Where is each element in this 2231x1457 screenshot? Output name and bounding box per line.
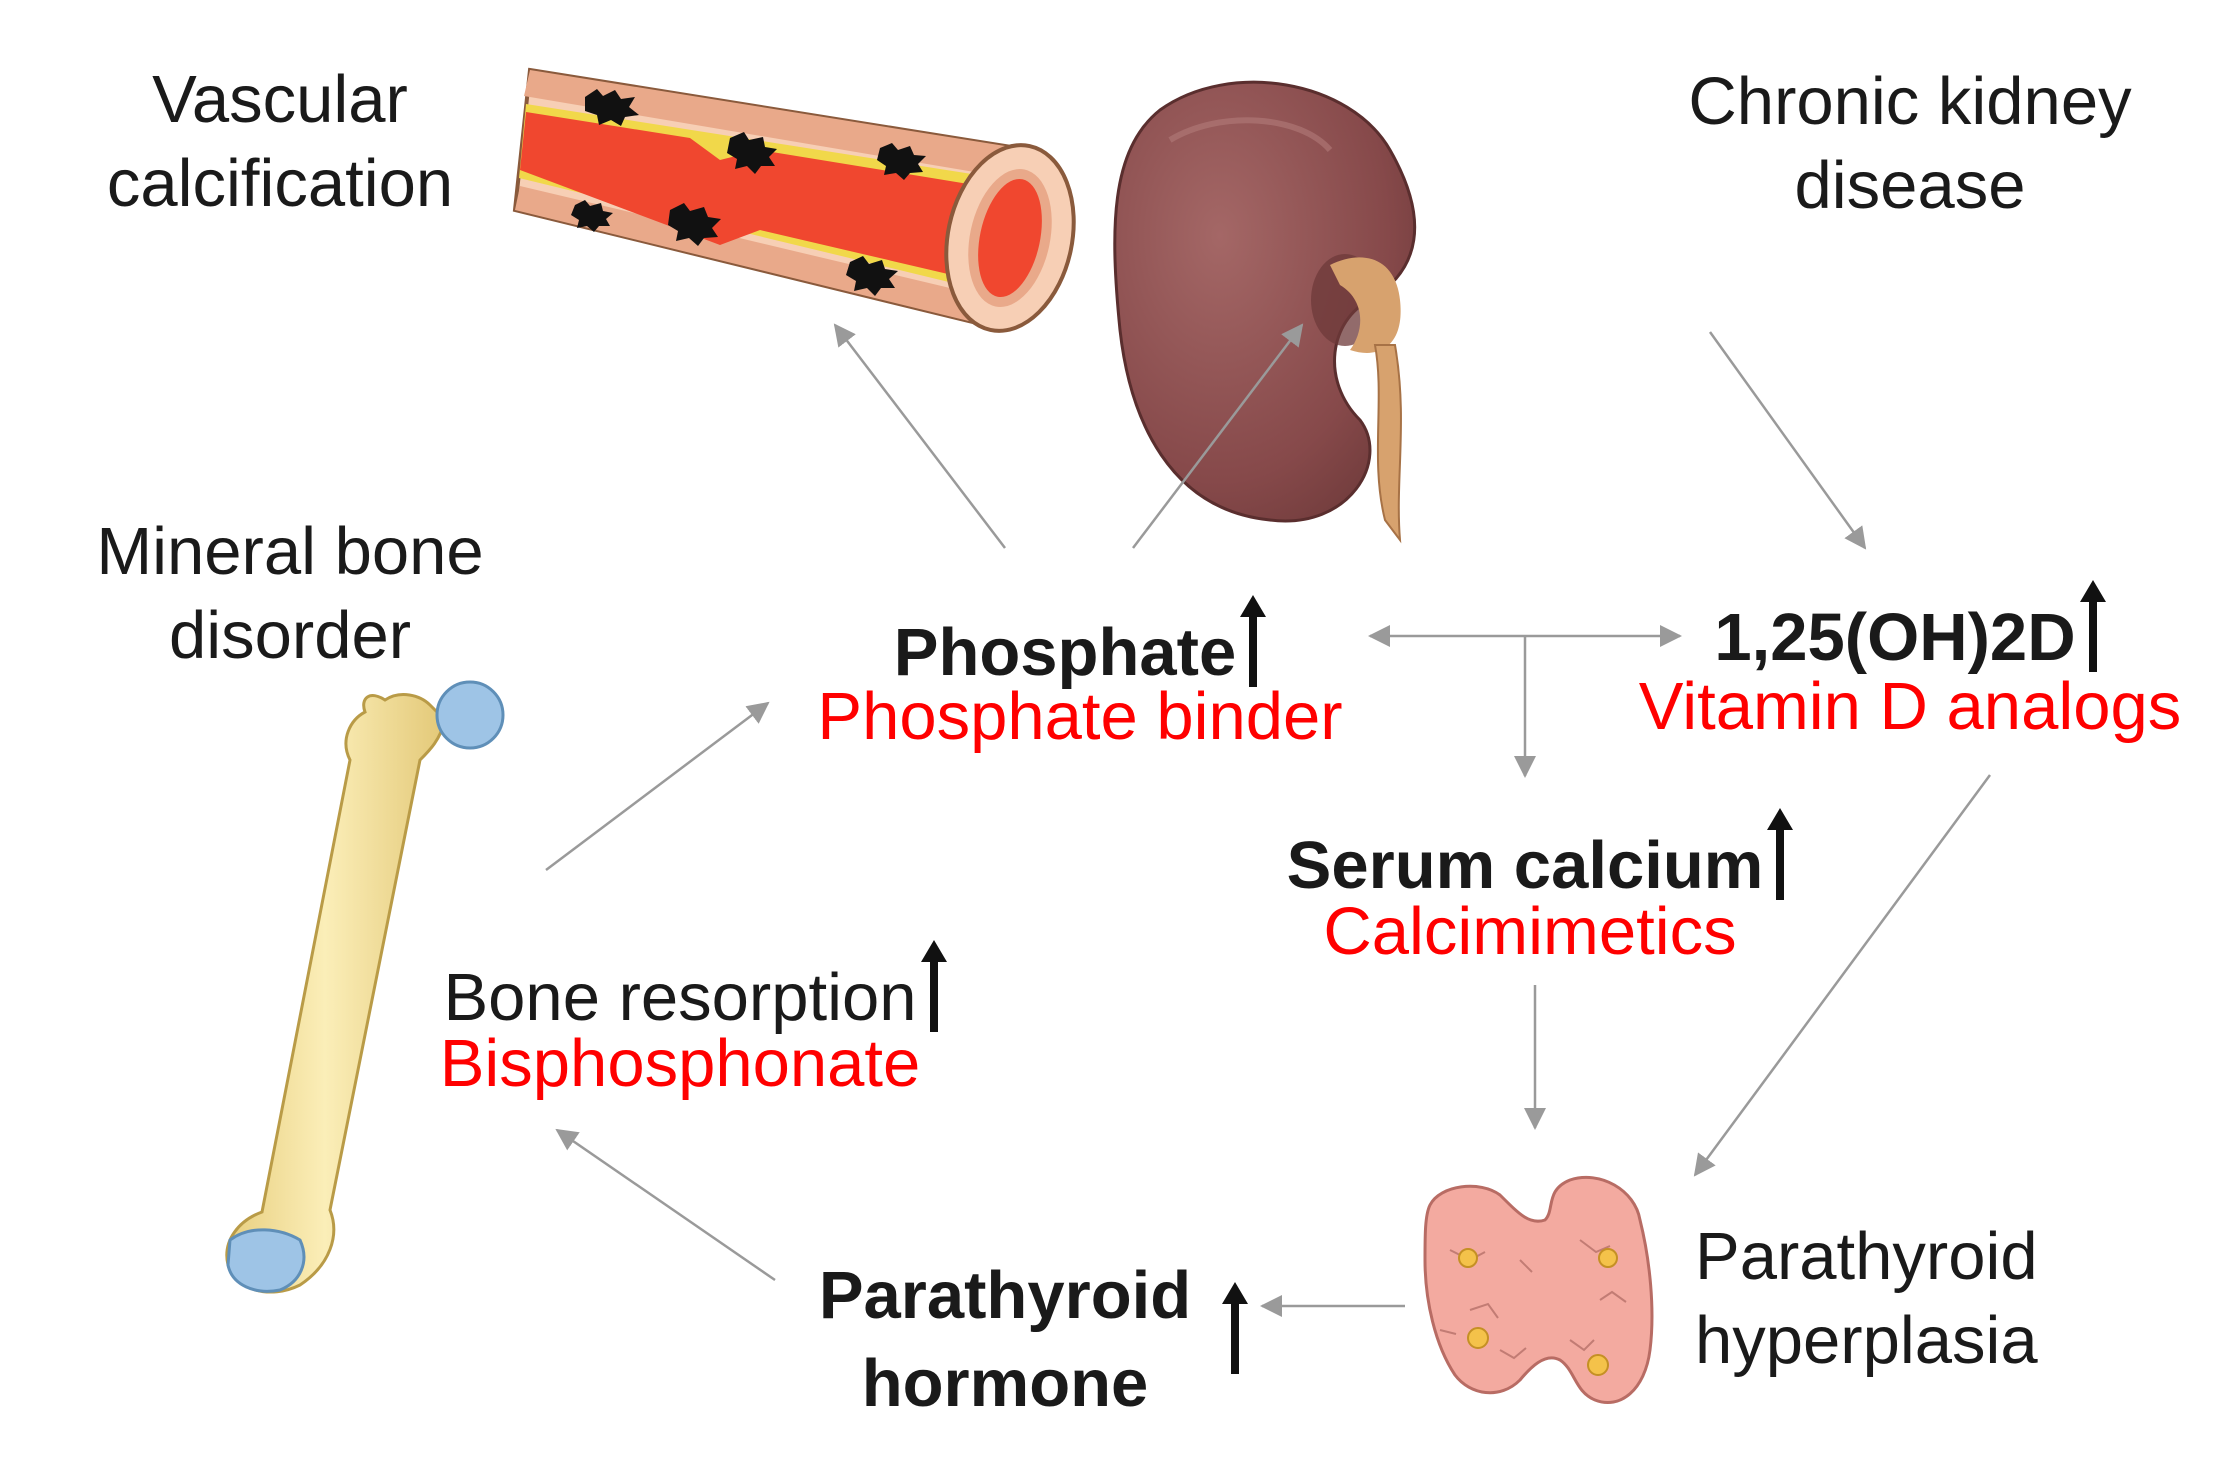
kidney-illustration — [1113, 80, 1417, 544]
increase-arrow-icon — [2079, 580, 2106, 672]
node-vitamin-d: 1,25(OH)2D — [1660, 580, 2160, 680]
artery-illustration — [512, 67, 1076, 333]
drug-calcimimetics: Calcimimetics — [1323, 894, 1737, 969]
pathway-arrows — [545, 323, 1992, 1317]
arrow-resorption-to-phosphate — [545, 701, 770, 871]
calcification-deposits — [571, 89, 926, 296]
arrow-pth-to-resorption — [555, 1128, 776, 1282]
label-mineral-bone-disorder: Mineral bone disorder — [96, 514, 484, 674]
phosphate-label: Phosphate — [893, 615, 1237, 690]
parathyroid-nodules — [1458, 1248, 1618, 1376]
parathyroid-illustration — [1423, 1175, 1654, 1404]
increase-arrow-icon — [920, 940, 947, 1032]
bone-illustration — [225, 680, 505, 1294]
arrow-kidney-to-vitd — [1708, 331, 1867, 550]
increase-arrow-icon — [1767, 808, 1794, 900]
increase-arrow-icon — [1240, 595, 1267, 687]
node-parathyroid-hormone: Parathyroid hormone — [780, 1252, 1230, 1429]
vitamin-d-label: 1,25(OH)2D — [1714, 600, 2076, 675]
bone-resorption-label: Bone resorption — [443, 960, 917, 1035]
drug-bisphosphonate: Bisphosphonate — [439, 1026, 921, 1101]
node-phosphate: Phosphate — [830, 595, 1330, 695]
arrow-phosphate-to-vascular — [833, 323, 1006, 549]
label-chronic-kidney-disease: Chronic kidney disease — [1688, 64, 2132, 224]
node-serum-calcium: Serum calcium — [1240, 808, 1840, 908]
label-parathyroid-hyperplasia: Parathyroid hyperplasia — [1695, 1219, 2038, 1379]
increase-arrow-icon — [1222, 1282, 1248, 1374]
serum-calcium-label: Serum calcium — [1286, 828, 1764, 903]
pth-label: Parathyroid hormone — [818, 1258, 1192, 1422]
label-vascular-calcification: Vascular calcification — [106, 62, 454, 222]
drug-vitamin-d-analogs: Vitamin D analogs — [1638, 669, 2182, 744]
drug-phosphate-binder: Phosphate binder — [817, 679, 1343, 754]
arrow-phosphate-to-kidney — [1132, 323, 1304, 549]
node-bone-resorption: Bone resorption — [395, 940, 995, 1040]
arrow-vitd-to-parathyroid — [1693, 774, 1992, 1177]
